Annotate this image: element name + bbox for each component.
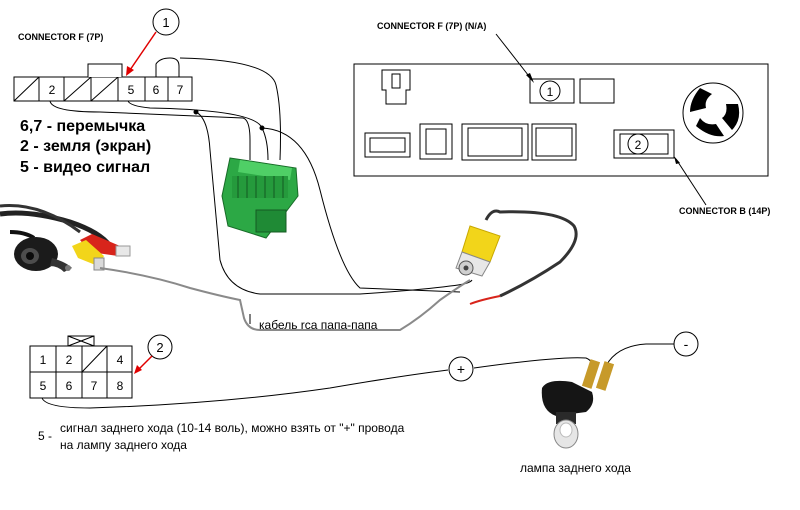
pin-4-unused	[90, 76, 119, 102]
pin-b-1: 1	[40, 353, 47, 367]
callout-1-arrow	[129, 31, 157, 71]
label-rca-cable: кабель rca папа-папа	[259, 318, 378, 332]
callout-1-arrowhead	[126, 66, 134, 76]
wire-pin-5	[127, 100, 269, 161]
callout-1-label: 1	[162, 15, 169, 30]
pin-label-7: 7	[177, 83, 184, 97]
callout-2-arrowhead	[134, 365, 142, 374]
connector-f-body	[13, 76, 193, 102]
wire-reverse-signal	[41, 369, 449, 409]
label-connector-b: CONNECTOR B (14P)	[679, 206, 771, 216]
pin-b-6: 6	[66, 379, 73, 393]
callout-2-label: 2	[156, 340, 163, 355]
pin-b-2: 2	[66, 353, 73, 367]
panel-vent-blades	[690, 88, 740, 137]
rca-cable	[99, 267, 471, 331]
wire-to-lamp-minus	[603, 343, 674, 371]
label-connector-f-left: CONNECTOR F (7P)	[18, 32, 104, 42]
callout-2-circle	[147, 334, 173, 360]
callout-1-circle	[152, 8, 180, 36]
slot-f-adjacent	[579, 78, 615, 104]
camera-cable-group	[0, 204, 471, 331]
plus-label: +	[457, 361, 465, 377]
wire-pin-2	[49, 100, 251, 160]
label-connector-f-right: CONNECTOR F (7P) (N/A)	[377, 21, 487, 31]
connector-panel	[353, 63, 769, 177]
panel-callout-1	[539, 80, 561, 102]
note-video: 5 - видео сигнал	[20, 159, 151, 176]
pin-b-5: 5	[40, 379, 47, 393]
jumper-6-7	[155, 57, 180, 77]
wire-video-2	[261, 127, 461, 293]
rca-plug-yellow-large	[455, 209, 578, 305]
label-lamp: лампа заднего хода	[520, 461, 631, 475]
panel-plug-slot	[391, 73, 401, 89]
pin-3-unused-b	[81, 345, 108, 373]
footnote-line-1: сигнал заднего хода (10-14 воль), можно …	[60, 421, 405, 435]
leader-connector-f	[495, 33, 533, 81]
pin-b-8: 8	[117, 379, 124, 393]
pin-1-unused	[13, 76, 40, 102]
pin-label-5: 5	[128, 83, 135, 97]
footnote-number: 5 -	[38, 429, 53, 443]
connector-f-key	[87, 63, 123, 77]
connector-f-left	[13, 57, 193, 102]
footnote-line-2: на лампу заднего хода	[60, 438, 187, 452]
pin-3-unused	[63, 76, 92, 102]
wire-to-lamp-plus	[473, 357, 595, 377]
wire-jumper	[179, 57, 281, 161]
panel-callout-1-label: 1	[547, 85, 554, 99]
pin-b-7: 7	[91, 379, 98, 393]
leader-connector-b	[675, 158, 707, 206]
note-ground: 2 - земля (экран)	[20, 138, 152, 155]
pin-label-2: 2	[49, 83, 56, 97]
reverse-lamp	[541, 359, 615, 449]
pin-label-6: 6	[153, 83, 160, 97]
plus-terminal	[448, 356, 474, 382]
connector-b-grid	[29, 335, 133, 399]
minus-terminal	[673, 331, 699, 357]
callout-2-arrow	[137, 355, 153, 371]
panel-callout-2-label: 2	[635, 138, 642, 152]
panel-callout-2	[627, 133, 649, 155]
minus-label: -	[684, 336, 689, 352]
wires-top	[49, 57, 473, 295]
note-jumper: 6,7 - перемычка	[20, 118, 146, 135]
green-terminal-block	[221, 157, 299, 239]
wire-video-long	[195, 111, 473, 295]
pin-b-4: 4	[117, 353, 124, 367]
